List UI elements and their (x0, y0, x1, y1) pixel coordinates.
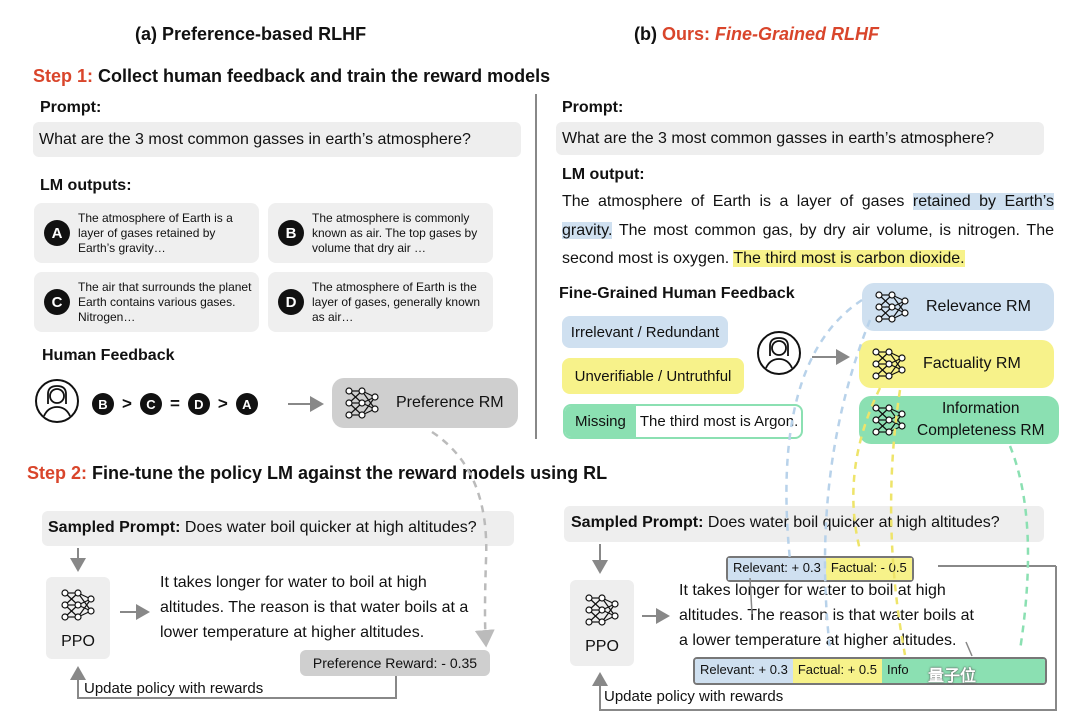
lm-outputs-label: LM outputs: (40, 177, 132, 194)
right-title: (b) Ours: Fine-Grained RLHF (634, 24, 880, 44)
left-sampled-prompt-box (42, 511, 514, 546)
right-prompt-box (556, 122, 1044, 155)
feedback-irrelevant: Irrelevant / Redundant (562, 316, 728, 348)
right-response-line1: It takes longer for water to boil at hig… (679, 582, 946, 599)
badge-a: A (44, 220, 70, 246)
left-sampled-prompt: Sampled Prompt: Does water boil quicker … (48, 519, 477, 536)
badge-d: D (278, 289, 304, 315)
column-divider (535, 94, 537, 439)
right-sampled-prompt: Sampled Prompt: Does water boil quicker … (571, 514, 1000, 531)
preference-rm: Preference RM (332, 378, 518, 428)
preference-reward: Preference Reward: - 0.35 (300, 650, 490, 676)
lm-output-text: The atmosphere of Earth is a layer of ga… (562, 193, 1055, 267)
right-response-line3: a lower temperature at higher altitudes. (679, 632, 957, 649)
dashed-factuality-flow (852, 387, 882, 551)
right-ppo-label: PPO (585, 638, 619, 655)
lm-output-label: LM output: (562, 166, 645, 183)
left-ppo-label: PPO (61, 633, 95, 650)
feedback-unverifiable: Unverifiable / Untruthful (562, 358, 744, 394)
right-prompt-text: What are the 3 most common gasses in ear… (562, 130, 994, 147)
step1-heading: Step 1: Collect human feedback and train… (33, 66, 551, 86)
left-update-label: Update policy with rewards (84, 680, 264, 697)
tag1-pointer (749, 577, 753, 615)
watermark: 量子位 (928, 668, 977, 685)
highlight-unverifiable: The third most is carbon dioxide. (733, 250, 965, 267)
tag2-pointer (965, 641, 973, 657)
right-update-label: Update policy with rewards (604, 688, 784, 705)
human-feedback-label: Human Feedback (42, 347, 175, 364)
dashed-completeness-flow (1008, 445, 1030, 651)
right-sampled-prompt-box (564, 506, 1044, 542)
factuality-rm: Factuality RM (859, 340, 1054, 388)
right-prompt-label: Prompt: (562, 99, 624, 116)
step2-heading: Step 2: Fine-tune the policy LM against … (27, 463, 608, 483)
badge-c: C (44, 289, 70, 315)
preference-ranking: B > C = D > A (92, 393, 258, 415)
dashed-factuality-flow-2 (889, 389, 907, 656)
fine-grained-feedback-label: Fine-Grained Human Feedback (559, 285, 795, 302)
left-prompt-label: Prompt: (40, 99, 102, 116)
dashed-relevance-flow (785, 298, 863, 561)
update-loop-left (70, 666, 397, 699)
left-title: (a) Preference-based RLHF (135, 24, 367, 44)
dashed-preference-flow (431, 430, 495, 648)
update-loop-right (592, 566, 1057, 711)
relevance-rm: Relevance RM (862, 283, 1054, 331)
annotator-icon (757, 331, 801, 375)
badge-b: B (278, 220, 304, 246)
feedback-missing: Missing The third most is Argon. (563, 404, 803, 439)
left-prompt-text: What are the 3 most common gasses in ear… (39, 131, 471, 148)
left-response: It takes longer for water to boil at hig… (160, 574, 469, 641)
dashed-relevance-flow-2 (823, 319, 872, 651)
person-icon (35, 379, 79, 423)
left-prompt-box (33, 122, 521, 157)
